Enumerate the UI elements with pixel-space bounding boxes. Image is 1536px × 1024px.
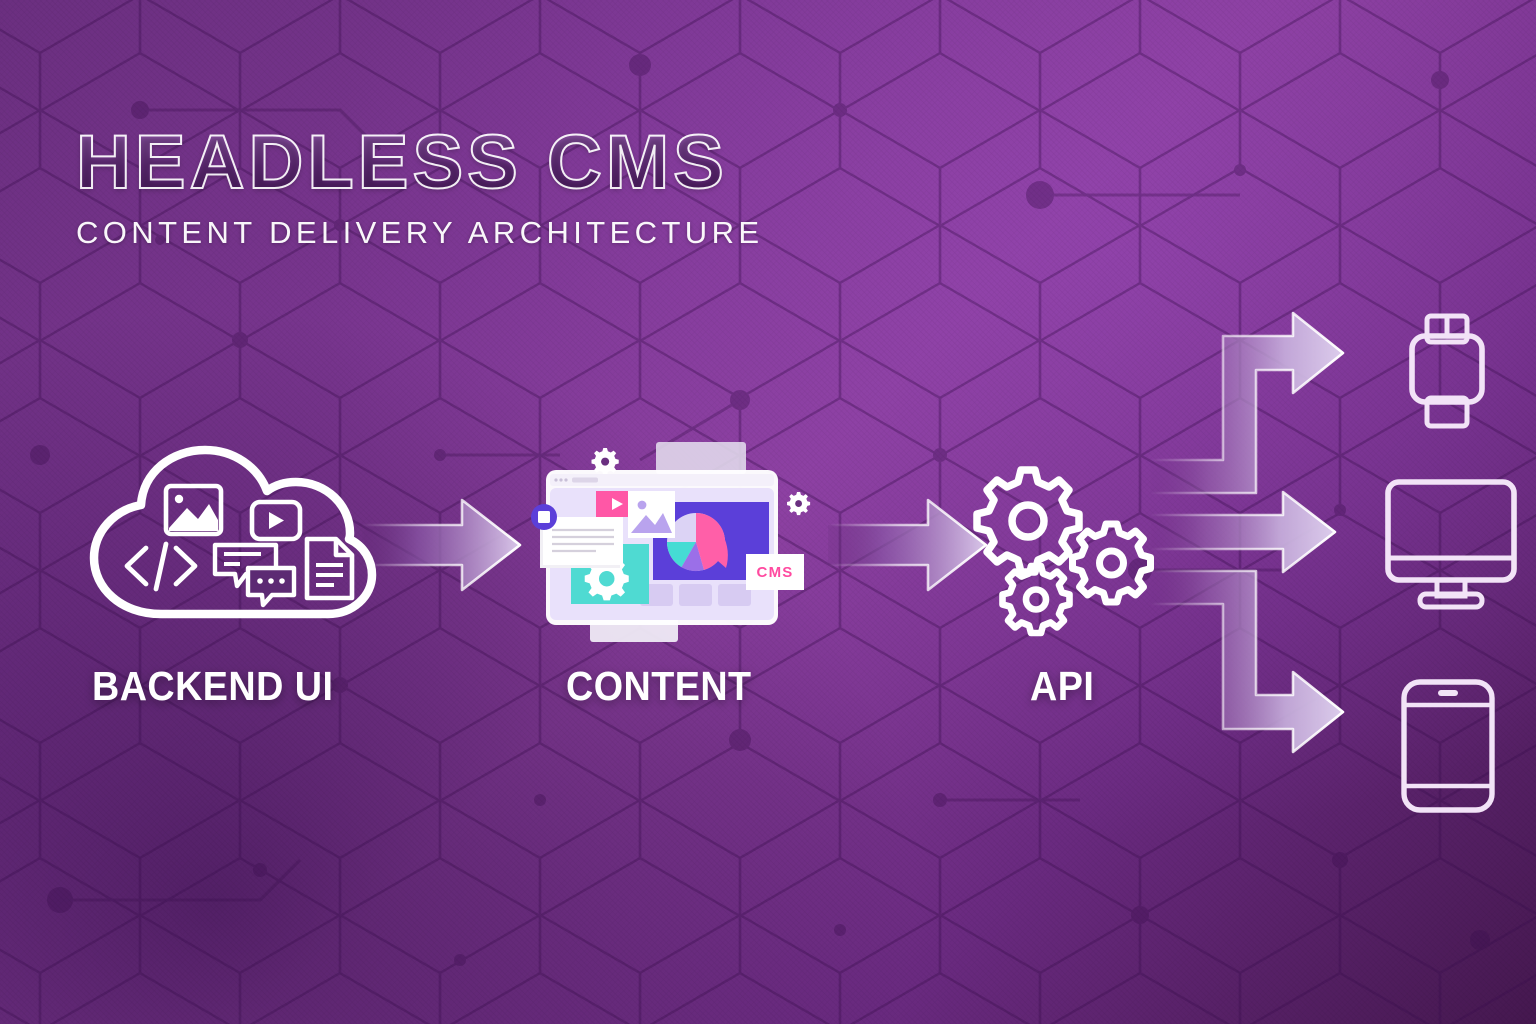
api-output-branch-arrows bbox=[1148, 311, 1345, 754]
gear-top-icon bbox=[591, 448, 619, 476]
image-card bbox=[628, 491, 675, 538]
cms-badge-label: CMS bbox=[757, 564, 794, 581]
chat-bubbles-icon bbox=[212, 542, 297, 608]
pie-chart bbox=[667, 512, 728, 572]
gear-right-icon bbox=[787, 492, 811, 516]
smartphone-icon bbox=[1401, 679, 1495, 813]
arrow-content-to-api bbox=[826, 498, 988, 592]
gear-medium-icon bbox=[1069, 520, 1154, 606]
arrow-down-branch bbox=[1148, 569, 1345, 754]
arrow-straight-branch bbox=[1148, 490, 1337, 574]
stage-label-backend-ui: BACKEND UI bbox=[92, 663, 334, 709]
arrow-backend-to-content bbox=[360, 498, 522, 592]
page-subtitle: CONTENT DELIVERY ARCHITECTURE bbox=[76, 215, 764, 250]
title-block: HEADLESS CMS CONTENT DELIVERY ARCHITECTU… bbox=[75, 124, 764, 250]
page-title: HEADLESS CMS bbox=[75, 124, 763, 202]
stage-label-api: API bbox=[1030, 663, 1095, 709]
code-brackets-icon bbox=[124, 541, 198, 592]
cms-badge: CMS bbox=[746, 554, 804, 590]
document-icon bbox=[304, 536, 355, 601]
text-card bbox=[540, 517, 623, 568]
gears-icon bbox=[973, 466, 1154, 637]
gear-small-icon bbox=[999, 562, 1073, 637]
square-badge bbox=[531, 504, 557, 530]
arrow-up-branch bbox=[1148, 311, 1345, 495]
desktop-monitor-icon bbox=[1385, 479, 1517, 610]
image-icon bbox=[163, 483, 224, 537]
video-play-icon bbox=[249, 499, 303, 542]
cms-screen-icon: CMS bbox=[531, 442, 811, 642]
screen-back-plate-top bbox=[656, 442, 746, 474]
cloud-icon bbox=[89, 445, 377, 619]
stage-label-content: CONTENT bbox=[566, 663, 752, 709]
smartwatch-icon bbox=[1409, 313, 1485, 429]
gear-large-icon bbox=[973, 466, 1083, 576]
